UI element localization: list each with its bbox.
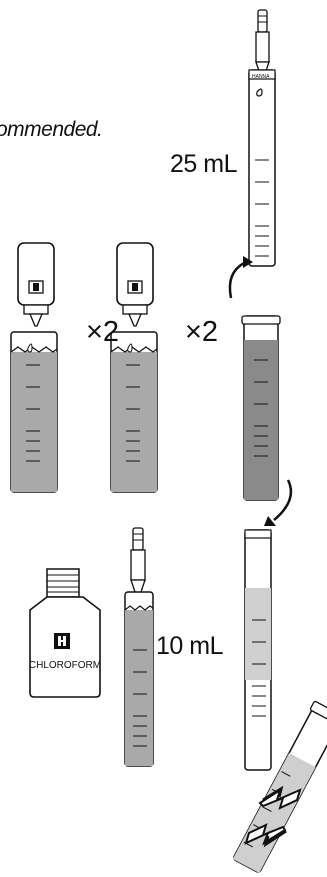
cylinder1-brand: HANNA [252,74,270,80]
drop-icon [256,88,263,97]
graduated-cylinder-icon [10,331,58,493]
rotate-arrow-icon [228,261,245,299]
graduated-cylinder-icon [124,591,154,767]
reagent-bottle-icon [116,242,154,327]
pipette-icon [255,9,270,81]
graduated-cylinder-icon [110,331,158,493]
recommended-note: ommended. [0,118,103,141]
step1-group [248,9,276,267]
graduated-cylinder-icon [248,69,276,267]
multiplier-label-left: ×2 [86,316,120,348]
multiplier-label-right: ×2 [185,316,219,348]
reagent-bottle-icon [17,242,55,327]
step2-right-group [110,242,158,493]
volume-label-10ml: 10 mL [156,632,223,660]
step2-left-group [10,242,58,493]
graduated-cylinder-icon [244,529,272,771]
step5-group [232,700,327,874]
drop-icon [27,343,33,353]
graduated-cylinder-icon [241,315,281,501]
chloroform-bottle-icon [29,568,101,698]
drop-icon [127,343,133,353]
step4-group: CHLOROFORM [29,527,272,771]
step3-group [228,256,293,526]
pipette-icon [130,527,146,599]
shake-arrows-icon [244,785,302,848]
rotate-arrow-icon [273,479,293,521]
chloroform-label: CHLOROFORM [29,660,101,671]
volume-label-25ml: 25 mL [170,150,237,178]
